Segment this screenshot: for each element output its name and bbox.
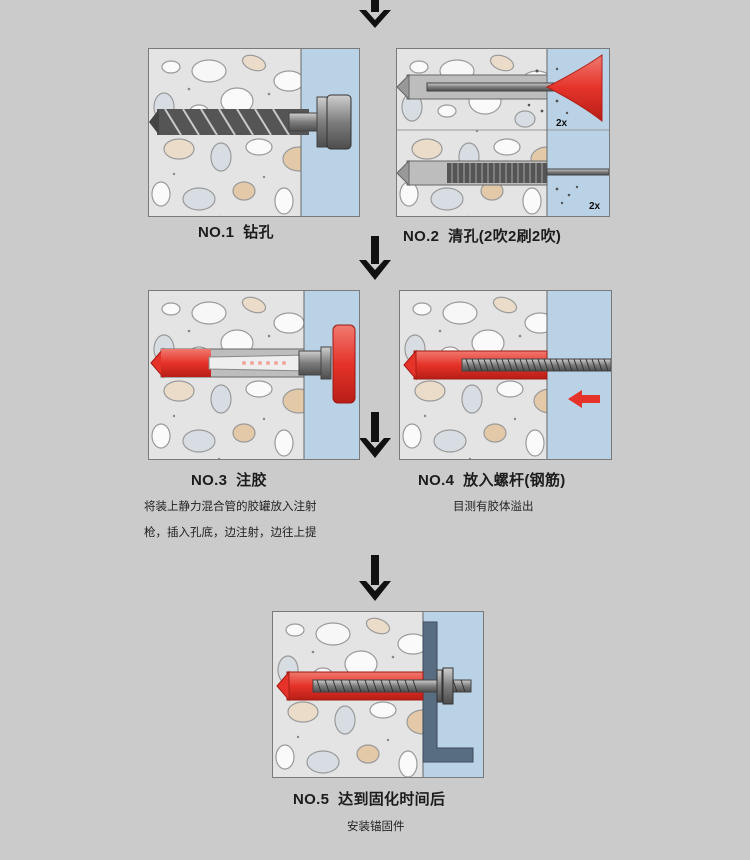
step-5-label: 达到固化时间后 xyxy=(338,791,446,808)
step-3-injection-diagram xyxy=(148,290,360,460)
left-arrow-icon xyxy=(568,390,600,408)
step-3-title: NO.3 注胶 xyxy=(191,469,267,490)
down-arrow-icon xyxy=(359,236,391,280)
step-2-brush-count-badge: 2x xyxy=(589,201,601,212)
step-3-description: 将装上静力混合管的胶罐放入注射 枪，插入孔底，边注射，边往上提 xyxy=(144,494,317,546)
step-3-description-line: 将装上静力混合管的胶罐放入注射 xyxy=(144,501,317,513)
down-arrow-icon xyxy=(359,0,391,28)
step-5-title: NO.5 达到固化时间后 xyxy=(293,788,445,809)
step-4-description-line: 目测有胶体溢出 xyxy=(453,501,534,513)
down-arrow-icon xyxy=(359,555,391,601)
step-4-number: NO.4 xyxy=(418,472,455,489)
step-2-blow-count-badge: 2x xyxy=(556,118,568,129)
step-2-number: NO.2 xyxy=(403,228,440,245)
step-5-description: 安装锚固件 xyxy=(347,814,405,840)
step-3-number: NO.3 xyxy=(191,472,228,489)
down-arrow-icon xyxy=(359,412,391,458)
step-3-label: 注胶 xyxy=(236,472,267,489)
step-2-label: 清孔(2吹2刷2吹) xyxy=(448,228,562,245)
step-4-description: 目测有胶体溢出 xyxy=(453,494,534,520)
step-1-number: NO.1 xyxy=(198,224,235,241)
step-4-label: 放入螺杆(钢筋) xyxy=(463,472,566,489)
step-4-title: NO.4 放入螺杆(钢筋) xyxy=(418,469,566,490)
step-5-description-line: 安装锚固件 xyxy=(347,821,405,833)
step-5-number: NO.5 xyxy=(293,791,330,808)
step-1-title: NO.1 钻孔 xyxy=(198,221,274,242)
step-4-insert-rod-diagram xyxy=(399,290,612,460)
step-3-description-line: 枪，插入孔底，边注射，边往上提 xyxy=(144,527,317,539)
step-5-fixing-diagram xyxy=(272,611,484,778)
step-2-cleaning-diagram: 2x 2x xyxy=(396,48,610,217)
step-1-label: 钻孔 xyxy=(243,224,274,241)
step-2-title: NO.2 清孔(2吹2刷2吹) xyxy=(403,225,561,246)
step-1-drilling-diagram xyxy=(148,48,360,217)
